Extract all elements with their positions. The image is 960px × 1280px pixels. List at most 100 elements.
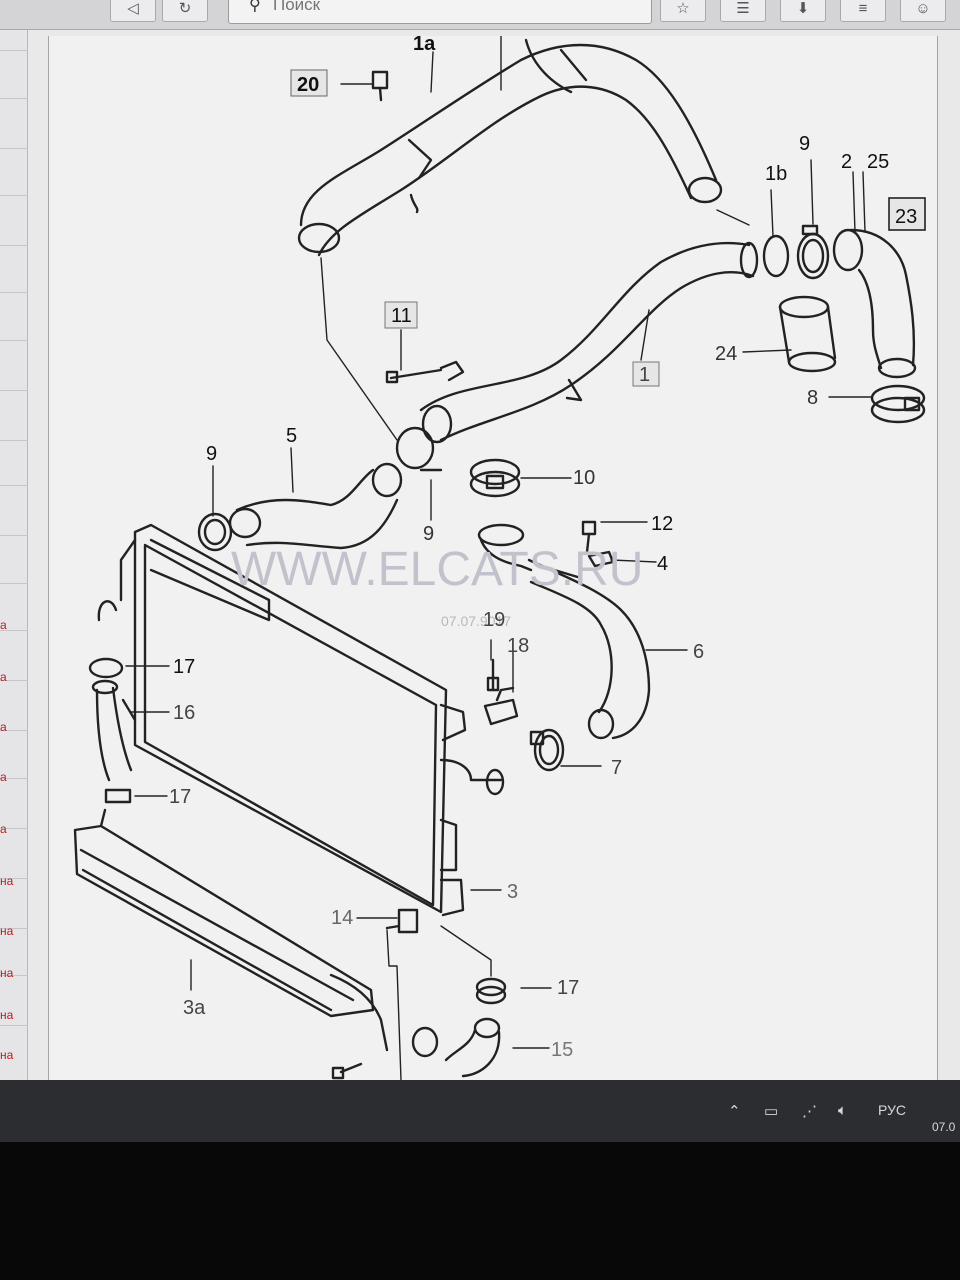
callout-11[interactable]: 11 <box>391 305 412 327</box>
callout-2[interactable]: 2 <box>841 151 852 173</box>
left-link[interactable]: а <box>0 770 7 784</box>
monitor-bezel <box>0 1142 960 1280</box>
language-indicator[interactable]: РУС <box>878 1102 907 1118</box>
left-link[interactable]: на <box>0 924 14 938</box>
hose-2-25[interactable] <box>832 228 917 379</box>
callout-12[interactable]: 12 <box>651 513 673 535</box>
wifi-icon[interactable]: ⋰ <box>802 1103 817 1120</box>
callout-24[interactable]: 24 <box>715 343 737 365</box>
callout-25[interactable]: 25 <box>867 151 889 173</box>
bolt-19[interactable] <box>486 658 500 692</box>
callout-9-top[interactable]: 9 <box>799 133 810 155</box>
callout-box <box>290 69 328 97</box>
left-row <box>0 440 28 441</box>
clamp-10[interactable] <box>469 458 521 498</box>
callout-17-top[interactable]: 17 <box>173 656 195 678</box>
callout-9-mid[interactable]: 9 <box>423 523 434 545</box>
left-link[interactable]: а <box>0 618 7 632</box>
search-box[interactable]: ⚲ <box>228 0 652 24</box>
hose-15[interactable] <box>444 1017 501 1078</box>
callout-5[interactable]: 5 <box>286 425 297 447</box>
hose-6[interactable] <box>477 523 651 740</box>
list-icon: ☰ <box>736 0 750 17</box>
callout-1b[interactable]: 1b <box>765 163 787 185</box>
callout-8[interactable]: 8 <box>807 387 818 409</box>
left-link[interactable]: на <box>0 1008 14 1022</box>
clamp-7[interactable] <box>529 728 565 772</box>
callout-3[interactable]: 3 <box>507 881 518 903</box>
left-link[interactable]: а <box>0 670 7 684</box>
left-link[interactable]: а <box>0 822 7 836</box>
left-row <box>0 975 28 976</box>
left-row <box>0 878 28 879</box>
radiator-3a[interactable] <box>73 808 389 1052</box>
parts-diagram-frame: WWW.ELCATS.RU 07.07.9017 20 1a 9 1b 2 25… <box>48 36 938 1080</box>
left-row <box>0 390 28 391</box>
bookmark-star-button[interactable]: ☆ <box>660 0 706 22</box>
callout-19[interactable]: 19 <box>483 609 505 631</box>
left-row <box>0 730 28 731</box>
refresh-button[interactable]: ↻ <box>162 0 208 22</box>
menu-button[interactable]: ≡ <box>840 0 886 22</box>
left-row <box>0 828 28 829</box>
clock[interactable]: 07.0 <box>932 1120 956 1134</box>
bolt-11[interactable] <box>385 360 465 384</box>
left-link[interactable]: на <box>0 1048 14 1062</box>
bracket-18[interactable] <box>483 686 519 726</box>
callout-1[interactable]: 1 <box>639 364 650 386</box>
callout-17-mid[interactable]: 17 <box>169 786 191 808</box>
callout-15[interactable]: 15 <box>551 1039 573 1061</box>
pipe-1[interactable] <box>419 241 759 444</box>
callout-10[interactable]: 10 <box>573 467 595 489</box>
callout-4[interactable]: 4 <box>657 553 668 575</box>
callout-9-left[interactable]: 9 <box>206 443 217 465</box>
back-arrow-icon: ◁ <box>127 0 139 17</box>
hose-16[interactable] <box>88 600 133 782</box>
clamp-17-lower[interactable] <box>475 977 507 1005</box>
connector-17b[interactable] <box>104 788 132 804</box>
left-row <box>0 928 28 929</box>
clip-14[interactable] <box>385 908 419 934</box>
callout-23[interactable]: 23 <box>895 206 917 228</box>
callout-18[interactable]: 18 <box>507 635 529 657</box>
clamp-1b-9[interactable] <box>762 224 830 280</box>
callout-20[interactable]: 20 <box>297 74 319 96</box>
intercooler-3[interactable] <box>119 523 505 917</box>
callout-1a[interactable]: 1a <box>413 36 436 55</box>
volume-icon[interactable]: 🔈︎ <box>838 1102 848 1119</box>
callout-16[interactable]: 16 <box>173 702 195 724</box>
search-icon: ⚲ <box>249 0 261 14</box>
callout-17-bottom[interactable]: 17 <box>557 977 579 999</box>
left-link[interactable]: а <box>0 720 7 734</box>
left-link[interactable]: на <box>0 966 14 980</box>
profile-button[interactable]: ☺ <box>900 0 946 22</box>
clamp-9-left[interactable] <box>197 512 233 552</box>
left-row <box>0 50 28 51</box>
callout-box <box>632 361 660 387</box>
back-button[interactable]: ◁ <box>110 0 156 22</box>
callout-box <box>888 197 926 231</box>
clip-4[interactable] <box>587 550 615 568</box>
bolt-12[interactable] <box>581 520 597 554</box>
refresh-icon: ↻ <box>178 0 192 17</box>
search-input[interactable] <box>273 0 633 15</box>
hose-5[interactable] <box>228 426 443 550</box>
sleeve-24[interactable] <box>778 295 837 373</box>
clamp-8[interactable] <box>870 384 926 424</box>
bolt-lower[interactable] <box>331 1062 363 1080</box>
left-row <box>0 1025 28 1026</box>
callout-14[interactable]: 14 <box>331 907 353 929</box>
download-button[interactable]: ⬇ <box>780 0 826 22</box>
clamp-lower-left[interactable] <box>411 1026 439 1058</box>
bolt-20[interactable] <box>371 70 389 102</box>
pipe-1a[interactable] <box>297 38 723 257</box>
left-row <box>0 148 28 149</box>
battery-icon[interactable]: ▭ <box>764 1103 779 1120</box>
callout-3a[interactable]: 3a <box>183 997 206 1019</box>
callout-7[interactable]: 7 <box>611 757 622 779</box>
reading-list-button[interactable]: ☰ <box>720 0 766 22</box>
callout-6[interactable]: 6 <box>693 641 704 663</box>
chevron-up-icon[interactable]: ⌃ <box>728 1103 741 1120</box>
taskbar: ⌃ ▭ ⋰ 🔈︎ РУС 07.0 <box>0 1080 960 1142</box>
left-link[interactable]: на <box>0 874 14 888</box>
